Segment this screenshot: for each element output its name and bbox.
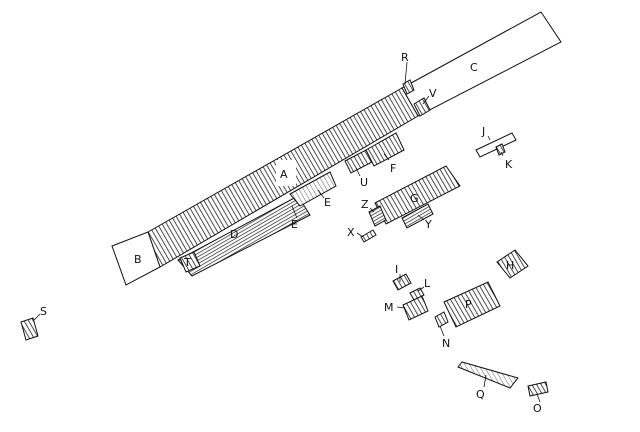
label-s: S <box>40 305 47 318</box>
leader-z <box>369 207 375 213</box>
leader-v <box>422 95 430 105</box>
leader-s <box>33 313 41 321</box>
label-z: Z <box>361 198 369 211</box>
label-box-a <box>276 160 296 186</box>
leader-q <box>483 374 487 388</box>
label-t: T <box>183 256 191 269</box>
structure-r <box>402 79 415 95</box>
label-y: Y <box>424 218 432 231</box>
structure-l <box>409 287 425 301</box>
label-f: F <box>390 162 396 175</box>
structure-b <box>111 231 161 286</box>
structure-j <box>475 132 517 158</box>
structure-x <box>360 229 377 243</box>
label-e-1: E <box>291 218 298 231</box>
leader-j <box>487 135 491 141</box>
structure-s <box>20 317 39 341</box>
label-l: L <box>424 277 431 290</box>
leader-f <box>383 153 390 161</box>
label-c: C <box>470 61 478 74</box>
label-v: V <box>429 87 437 100</box>
structure-f <box>365 132 405 167</box>
label-j: J <box>481 125 485 138</box>
structure-t <box>179 251 201 273</box>
leader-n <box>439 325 445 337</box>
label-r: R <box>401 51 409 64</box>
leader-m <box>396 306 406 309</box>
label-x: X <box>347 226 355 239</box>
leader-u <box>355 167 361 177</box>
label-h: H <box>506 259 514 272</box>
leader-e1 <box>291 205 298 219</box>
structure-o <box>527 381 549 397</box>
structure-v <box>413 97 431 117</box>
label-b: B <box>134 253 142 266</box>
leader-y <box>417 214 425 221</box>
structure-y <box>401 203 434 229</box>
structure-h <box>496 249 529 279</box>
label-u: U <box>360 176 368 189</box>
label-q: Q <box>476 388 485 401</box>
structure-k <box>495 143 506 156</box>
leader-k <box>500 151 504 157</box>
label-k: K <box>505 158 513 171</box>
structure-p <box>443 281 501 328</box>
label-n: N <box>442 337 450 350</box>
leader-l <box>417 286 425 292</box>
label-d: D <box>230 228 238 241</box>
structure-q <box>457 361 519 389</box>
label-e-2: E <box>324 196 331 209</box>
label-m: M <box>384 301 394 314</box>
structure-i <box>392 273 412 291</box>
leader-r <box>404 61 408 85</box>
structure-n <box>434 311 449 328</box>
label-p: P <box>465 298 472 311</box>
structure-m <box>402 295 429 321</box>
label-g: G <box>410 192 419 205</box>
label-o: O <box>533 402 542 415</box>
label-i: I <box>395 263 398 276</box>
leader-o <box>536 393 541 403</box>
label-a: A <box>280 168 288 181</box>
structure-e <box>289 171 337 207</box>
leader-x <box>356 232 364 238</box>
leader-e2 <box>317 189 325 199</box>
